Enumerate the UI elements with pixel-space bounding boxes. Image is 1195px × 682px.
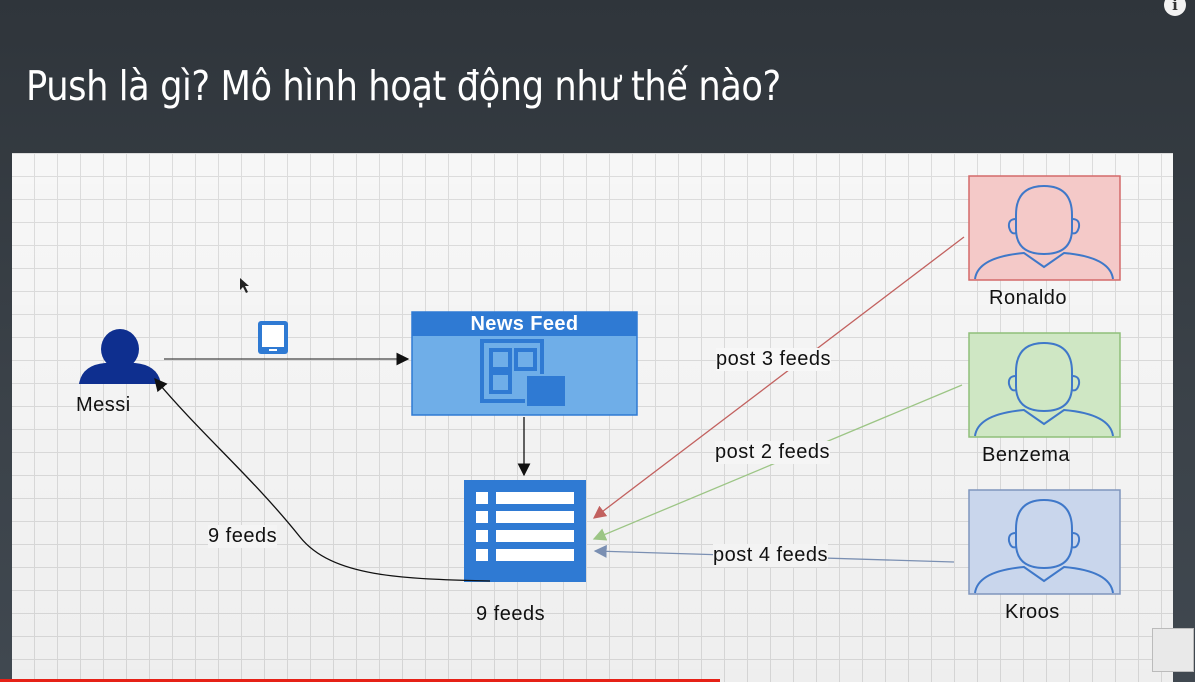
benzema-name: Benzema [982,444,1070,466]
kroos-avatar [968,489,1121,595]
messi-user-icon [79,329,161,384]
cursor-icon [240,278,249,293]
messi-label: Messi [76,394,131,416]
kroos-edge-label: post 4 feeds [713,544,828,567]
list-icon [464,480,586,582]
presenter-avatar [1152,628,1194,672]
ronaldo-name: Ronaldo [989,287,1068,309]
news-feed-box [411,311,638,416]
news-feed-icon [480,339,567,408]
slide-title: Push là gì? Mô hình hoạt động như thế nà… [26,62,781,110]
kroos-name: Kroos [1005,601,1060,623]
avatar-icon [974,184,1114,280]
benzema-avatar [968,332,1121,438]
tablet-icon [258,321,288,354]
avatar-icon [974,498,1114,594]
ronaldo-avatar [968,175,1121,281]
diagram-canvas: News Feed Messi 9 feeds 9 feeds post 3 f… [12,153,1173,682]
feeds-store-label: 9 feeds [476,603,546,625]
return-edge-label: 9 feeds [208,525,278,548]
video-progress-bar[interactable] [0,679,720,682]
list-to-messi-edge [154,378,491,582]
ronaldo-edge [592,236,965,519]
ronaldo-edge-label: post 3 feeds [716,348,831,371]
avatar-icon [974,341,1114,437]
news-feed-title: News Feed [470,313,579,335]
benzema-edge-label: post 2 feeds [715,441,830,464]
info-icon[interactable]: i [1164,0,1186,16]
diagram-svg [79,175,1121,595]
